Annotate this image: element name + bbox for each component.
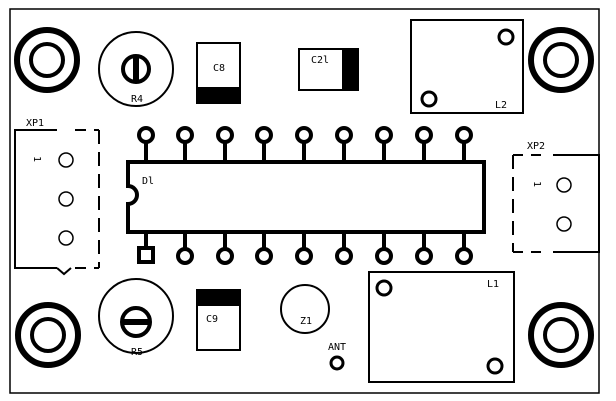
ic-pin-top: [176, 126, 194, 162]
ic-pin-top: [216, 126, 234, 162]
ic-pin-bottom: [335, 232, 353, 265]
ic-pin-bottom: [455, 232, 473, 265]
ic-pin-top: [137, 126, 155, 162]
ic-pin-bottom: [176, 232, 194, 265]
c21-label: C2l: [311, 55, 329, 66]
mounting-hole-bottom-left: [15, 302, 81, 368]
mounting-hole-bottom-right: [528, 302, 594, 368]
d1-label: Dl: [142, 176, 154, 187]
trimmer-resistor-r4: R4: [98, 31, 174, 107]
xp1-pin1-marker: 1: [31, 156, 42, 162]
connector-xp1: XP1 1: [14, 118, 100, 276]
ic-pin-bottom: [255, 232, 273, 265]
ic-pin-bottom: [375, 232, 393, 265]
crystal-z1: Z1: [280, 284, 330, 334]
connector-xp2: XP2 1: [512, 141, 600, 253]
inductor-l1: L1: [368, 271, 515, 383]
r5-label: R5: [131, 347, 143, 358]
ic-pin-top: [375, 126, 393, 162]
ic-pin-bottom: [295, 232, 313, 265]
trimmer-resistor-r5: R5: [98, 278, 174, 358]
ic-pin-bottom: [216, 232, 234, 265]
inductor-l2: L2: [410, 19, 524, 114]
capacitor-c21: C2l: [298, 48, 359, 91]
l1-label: L1: [487, 279, 499, 290]
l2-label: L2: [495, 100, 507, 111]
xp2-pin1-marker: 1: [531, 181, 542, 187]
ic-pin-top: [415, 126, 433, 162]
c9-label: C9: [206, 314, 218, 325]
ic-pin-top: [295, 126, 313, 162]
ic-pins: [137, 126, 473, 265]
antenna-pad: ANT: [328, 342, 346, 371]
ic-d1: Dl: [126, 126, 486, 265]
xp2-label: XP2: [527, 141, 545, 152]
z1-label: Z1: [300, 316, 312, 327]
ic-pin-bottom: [415, 232, 433, 265]
c8-label: C8: [213, 63, 225, 74]
capacitor-c9: C9: [196, 289, 241, 351]
ic-pin-top: [455, 126, 473, 162]
mounting-hole-top-right: [528, 27, 594, 93]
xp1-label: XP1: [26, 118, 44, 129]
mounting-hole-top-left: [14, 27, 80, 93]
ic-pin-top: [255, 126, 273, 162]
ic-pin-top: [335, 126, 353, 162]
r4-label: R4: [131, 94, 143, 105]
capacitor-c8: C8: [196, 42, 241, 104]
ic-pin-1-square: [137, 232, 155, 264]
ant-label: ANT: [328, 342, 346, 353]
